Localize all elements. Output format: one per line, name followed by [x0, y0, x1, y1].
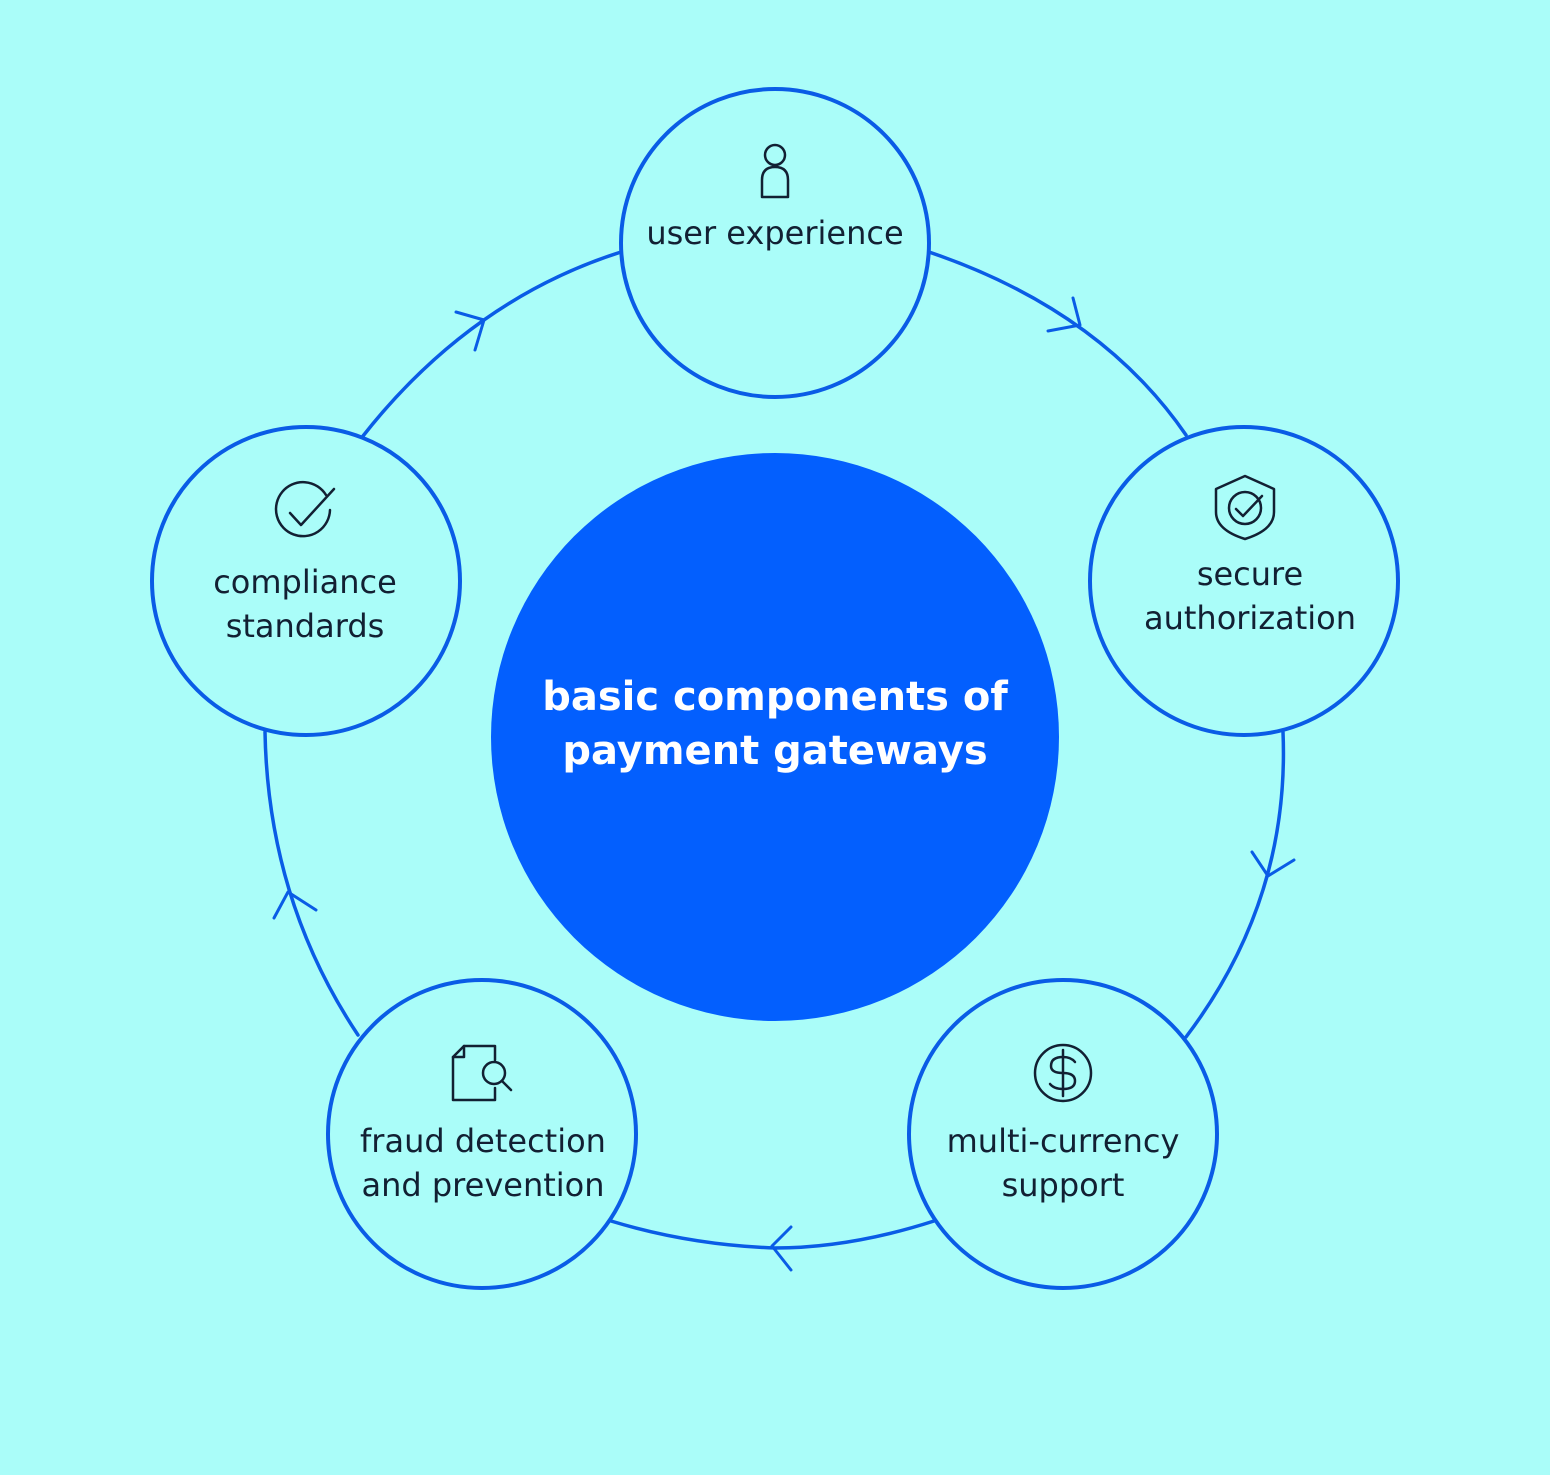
multi-currency-support-label: multi-currency support [946, 1122, 1180, 1204]
connector-user-secure [927, 250, 1188, 437]
check-circle-icon [274, 480, 336, 538]
connector-compliance-user [361, 250, 623, 438]
node-circles [150, 87, 1400, 1290]
user-experience-label: user experience [646, 214, 904, 252]
connector-secure-multi [1184, 730, 1286, 1039]
node-compliance-standards [150, 425, 462, 737]
direction-arrows [272, 296, 1296, 1272]
compliance-standards-label: compliance standards [213, 563, 397, 645]
arrow-fraud-compliance [272, 890, 318, 920]
fraud-detection-label: fraud detection and prevention [360, 1122, 606, 1204]
node-secure-authorization [1088, 425, 1400, 737]
arrow-secure-multi [1250, 850, 1296, 878]
center-title: basic components of payment gateways [542, 674, 1008, 774]
secure-authorization-label: secure authorization [1143, 555, 1357, 637]
dollar-coin-icon [1033, 1043, 1093, 1103]
node-user-experience [619, 87, 931, 399]
person-icon [760, 143, 790, 199]
arrow-user-secure [1046, 296, 1082, 333]
arrow-compliance-user [454, 310, 486, 352]
node-fraud-detection [326, 978, 638, 1290]
arrow-multi-fraud [770, 1225, 793, 1272]
document-search-icon [451, 1044, 513, 1102]
node-multi-currency-support [907, 978, 1219, 1290]
center-circle [491, 453, 1059, 1021]
shield-check-icon [1214, 474, 1276, 541]
